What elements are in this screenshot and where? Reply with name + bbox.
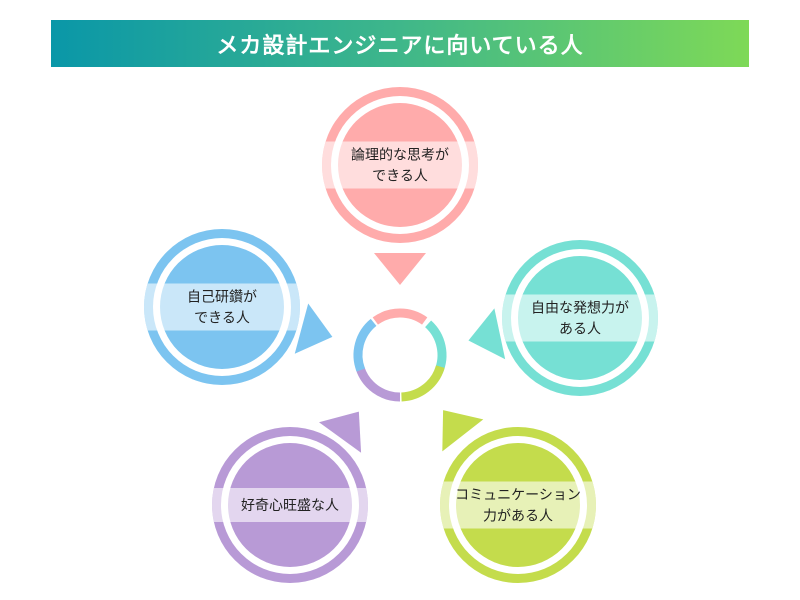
ring-segment-communication [401,365,445,402]
title-banner: メカ設計エンジニアに向いている人 [51,20,749,67]
arrow-communication [442,410,484,452]
center-ring [353,308,447,402]
bubble-label: 論理的な思考が [351,148,449,164]
bubble-label: ある人 [559,322,601,338]
bubble-curious: 好奇心旺盛な人 [212,427,368,583]
bubble-label: 自己研鑽が [187,290,257,306]
arrow-self-study [294,303,333,354]
arrow-creative [468,308,506,360]
arrow-curious [319,411,362,453]
bubble-label: できる人 [372,169,428,185]
ring-segment-curious [355,366,401,402]
ring-segment-self-study [353,318,377,372]
arrow-logical [374,253,426,285]
bubble-label: 好奇心旺盛な人 [241,497,339,514]
bubble-label: 力がある人 [483,509,553,525]
ring-segment-creative [424,320,447,374]
bubble-label: コミュニケーション [455,488,581,504]
bubble-label: 自由な発想力が [531,301,629,317]
ring-segment-logical [372,308,428,325]
page-title: メカ設計エンジニアに向いている人 [216,33,584,59]
bubble-label: できる人 [194,311,250,327]
